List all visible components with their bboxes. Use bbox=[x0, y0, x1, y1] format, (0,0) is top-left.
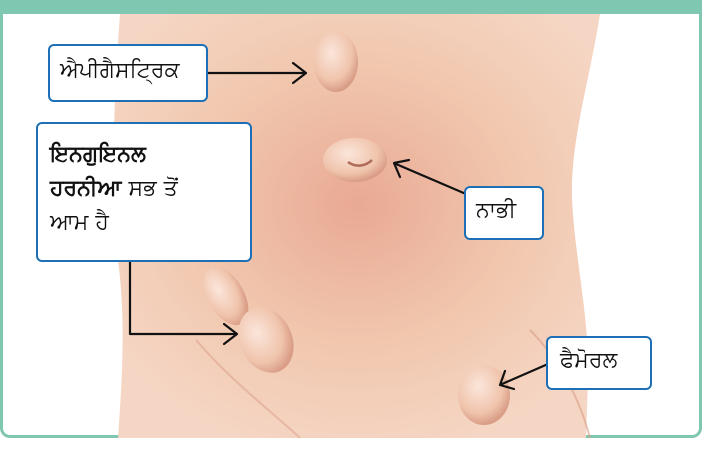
label-umbilical-text: ਨਾਭੀ bbox=[476, 198, 516, 223]
label-epigastric-text: ਐਪੀਗੈਸਟ੍ਰਿਕ bbox=[60, 58, 179, 83]
label-femoral-text: ਫੈਮੋਰਲ bbox=[560, 348, 617, 373]
label-femoral: ਫੈਮੋਰਲ bbox=[546, 336, 652, 390]
epigastric-hernia bbox=[314, 32, 358, 92]
label-epigastric: ਐਪੀਗੈਸਟ੍ਰਿਕ bbox=[48, 44, 208, 102]
femoral-hernia bbox=[458, 365, 510, 425]
label-inguinal-rest-2: ਆਮ ਹੈ bbox=[50, 210, 109, 235]
label-umbilical: ਨਾਭੀ bbox=[464, 186, 544, 240]
umbilical-hernia bbox=[323, 138, 387, 182]
label-inguinal-bold-1: ਇਨਗੁਇਨਲ bbox=[50, 142, 146, 167]
label-inguinal: ਇਨਗੁਇਨਲ ਹਰਨੀਆ ਸਭ ਤੋਂ ਆਮ ਹੈ bbox=[36, 122, 252, 262]
label-inguinal-bold-2: ਹਰਨੀਆ bbox=[50, 176, 121, 201]
label-inguinal-rest-1: ਸਭ ਤੋਂ bbox=[121, 176, 177, 201]
